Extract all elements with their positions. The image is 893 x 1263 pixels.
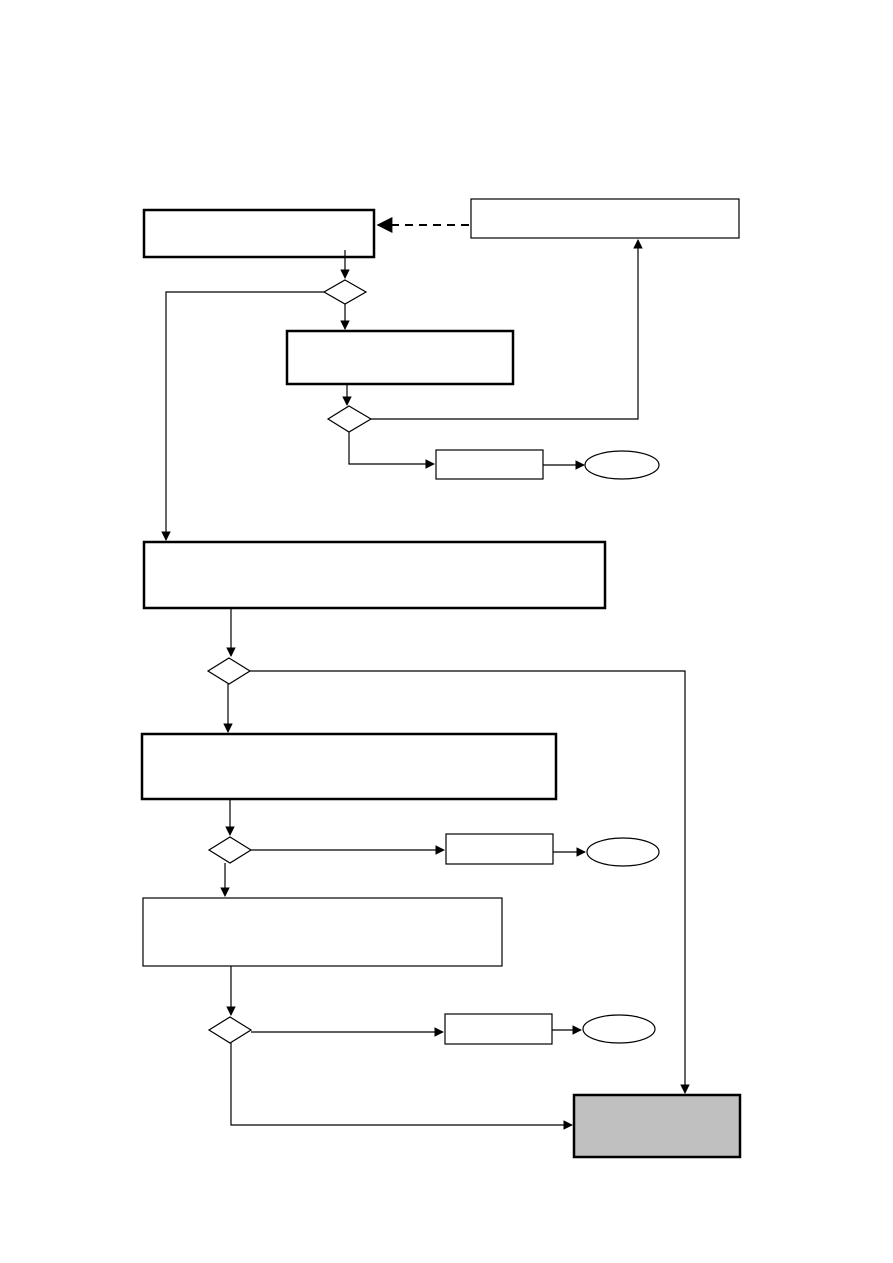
terminal-oval-2 [586, 837, 660, 867]
outcome-box-3 [444, 1013, 553, 1045]
process-box-stage-2 [140, 732, 558, 801]
terminal-oval-3 [582, 1014, 656, 1044]
connector-d5-to-final [230, 1043, 573, 1130]
connector-d2-to-external [371, 239, 643, 420]
decision-diamond-3 [206, 657, 252, 685]
outcome-box-2 [445, 833, 554, 865]
process-box-stage-3 [142, 897, 503, 967]
decision-diamond-1 [322, 279, 368, 305]
connector-d3-to-final [250, 670, 690, 1094]
connector-d1-to-stage1 [161, 291, 324, 541]
decision-diamond-4 [207, 836, 253, 864]
process-box-stage-1 [142, 540, 607, 610]
terminal-oval-1 [584, 450, 660, 480]
outcome-box-1 [435, 449, 544, 480]
process-box-external [470, 198, 740, 239]
process-box-review [285, 329, 515, 386]
process-box-start [142, 208, 376, 259]
decision-diamond-2 [326, 405, 373, 433]
final-box [572, 1093, 742, 1159]
decision-diamond-5 [207, 1016, 253, 1044]
connector-d2-to-outcome1 [348, 432, 435, 469]
